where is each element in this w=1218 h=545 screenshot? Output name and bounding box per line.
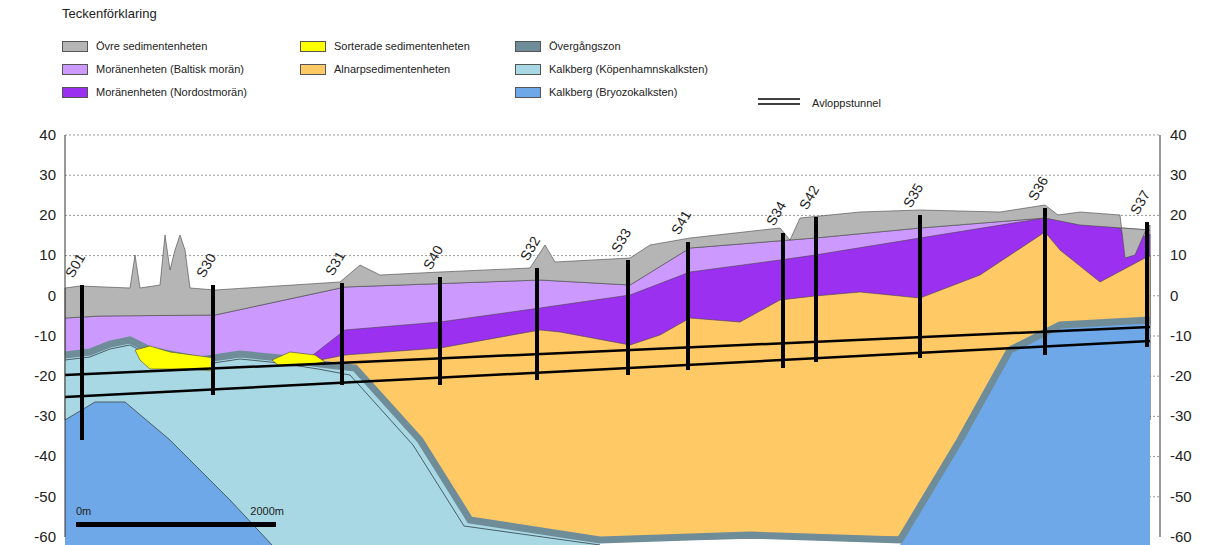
- legend-swatch: [62, 87, 88, 98]
- borehole-label: S42: [797, 183, 823, 212]
- axis-value: -10: [1170, 328, 1192, 345]
- legend-text: Moränenheten (Nordostmorän): [96, 86, 247, 98]
- legend-text: Övergångszon: [549, 40, 621, 52]
- axis-value: -60: [34, 529, 56, 545]
- upper-sediment: [65, 205, 1150, 318]
- transition-zone: [65, 320, 1150, 540]
- legend-text: Kalkberg (Bryozokalksten): [549, 86, 677, 98]
- borehole-label: S34: [764, 199, 790, 228]
- borehole-label: S41: [669, 208, 695, 237]
- axis-value: -30: [34, 408, 56, 425]
- borehole-label: S36: [1026, 174, 1052, 203]
- axis-value: -40: [34, 448, 56, 465]
- borehole-label: S31: [323, 249, 349, 278]
- legend-swatch: [62, 64, 88, 75]
- axis-value: -30: [1170, 408, 1192, 425]
- axis-value: -20: [34, 368, 56, 385]
- borehole-label: S40: [421, 243, 447, 272]
- transition-zone: [65, 345, 600, 545]
- bryozo-limestone: [900, 320, 1150, 545]
- scale-label: 0m: [76, 505, 91, 517]
- axis-value: 40: [39, 127, 56, 144]
- borehole: [82, 208, 1147, 440]
- axis-value: 0: [48, 288, 56, 305]
- legend-heading: Teckenförklaring: [62, 7, 157, 21]
- scale-label: 2000m: [250, 505, 284, 517]
- borehole-label: S35: [901, 181, 927, 210]
- axis-line: [65, 135, 66, 537]
- sorted-sediment: [135, 346, 215, 371]
- axis-value: 0: [1170, 288, 1178, 305]
- legend-text: Kalkberg (Köpenhamnskalksten): [549, 63, 708, 75]
- legend-text: Moränenheten (Baltisk morän): [96, 63, 244, 75]
- legend-text: Sorterade sedimentenheten: [334, 40, 470, 52]
- legend-text: Övre sedimentenheten: [96, 40, 207, 52]
- axis-line: [1160, 135, 1161, 537]
- axis-value: -50: [1170, 489, 1192, 506]
- axis-value: 30: [39, 167, 56, 184]
- axis-value: -40: [1170, 448, 1192, 465]
- legend-swatch: [300, 64, 326, 75]
- tunnel-legend-sample: [758, 99, 800, 104]
- axis-value: 10: [39, 247, 56, 264]
- legend-swatch: [62, 41, 88, 52]
- borehole-label: S37: [1128, 188, 1154, 217]
- legend-swatch: [515, 64, 541, 75]
- axis-value: -20: [1170, 368, 1192, 385]
- sewer-tunnel: [65, 327, 1150, 397]
- legend-swatch: [515, 41, 541, 52]
- axis-value: 20: [39, 207, 56, 224]
- legend-text: Avloppstunnel: [812, 97, 881, 109]
- scale-bar: [76, 522, 276, 527]
- axis-value: -60: [1170, 529, 1192, 545]
- borehole-label: S33: [609, 226, 635, 255]
- legend-text: Alnarpsedimentenheten: [334, 63, 450, 75]
- legend-swatch: [300, 41, 326, 52]
- axis-value: 30: [1170, 167, 1187, 184]
- axis-value: 10: [1170, 247, 1187, 264]
- axis-value: 20: [1170, 207, 1187, 224]
- axis-value: -10: [34, 328, 56, 345]
- legend-swatch: [515, 87, 541, 98]
- axis-value: 40: [1170, 127, 1187, 144]
- axis-value: -50: [34, 489, 56, 506]
